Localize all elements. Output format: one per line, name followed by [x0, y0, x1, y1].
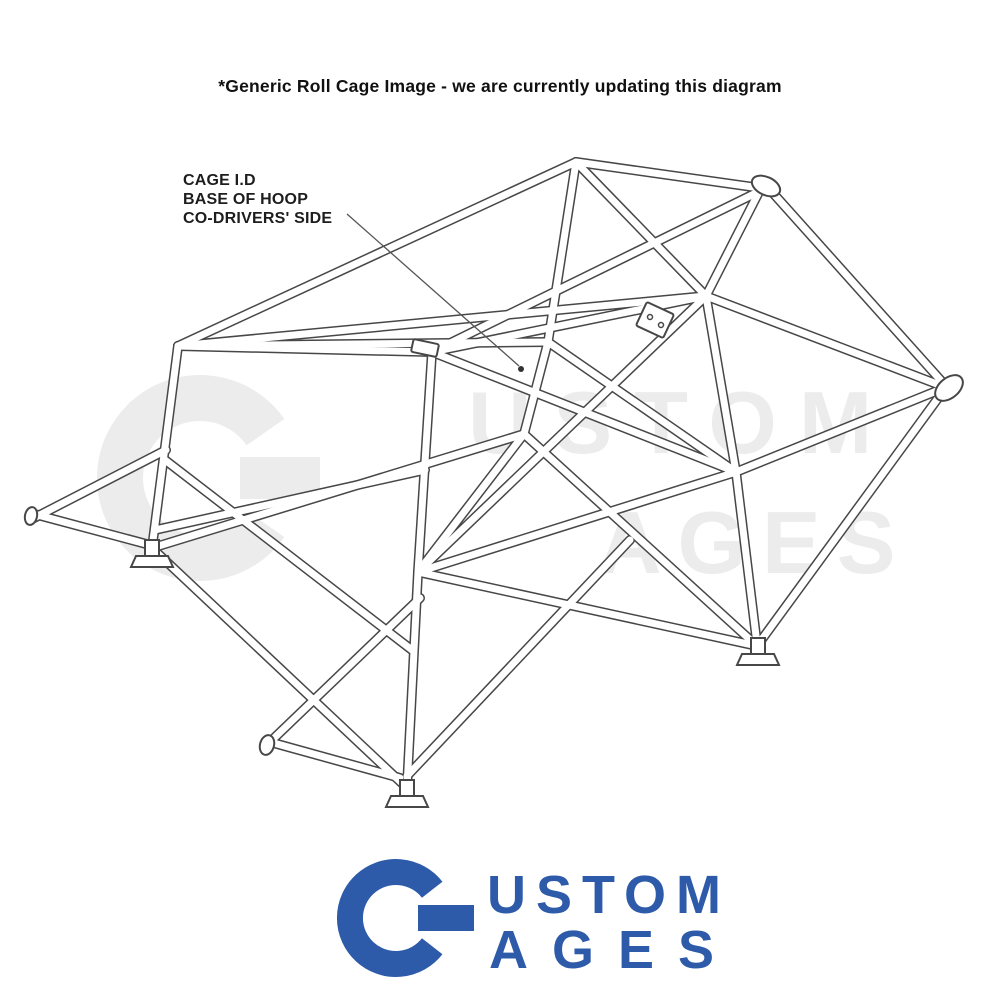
logo-text-ages: AGES — [489, 920, 739, 980]
logo-c-icon — [337, 859, 474, 977]
logo-text-ustom: USTOM — [487, 865, 732, 925]
cage-annotation: CAGE I.D BASE OF HOOP CO-DRIVERS' SIDE — [183, 171, 332, 228]
update-notice: *Generic Roll Cage Image - we are curren… — [218, 76, 782, 96]
annotation-line-3: CO-DRIVERS' SIDE — [183, 210, 333, 227]
annotation-line-2: BASE OF HOOP — [183, 191, 309, 208]
annotation-line-1: CAGE I.D — [183, 172, 256, 189]
